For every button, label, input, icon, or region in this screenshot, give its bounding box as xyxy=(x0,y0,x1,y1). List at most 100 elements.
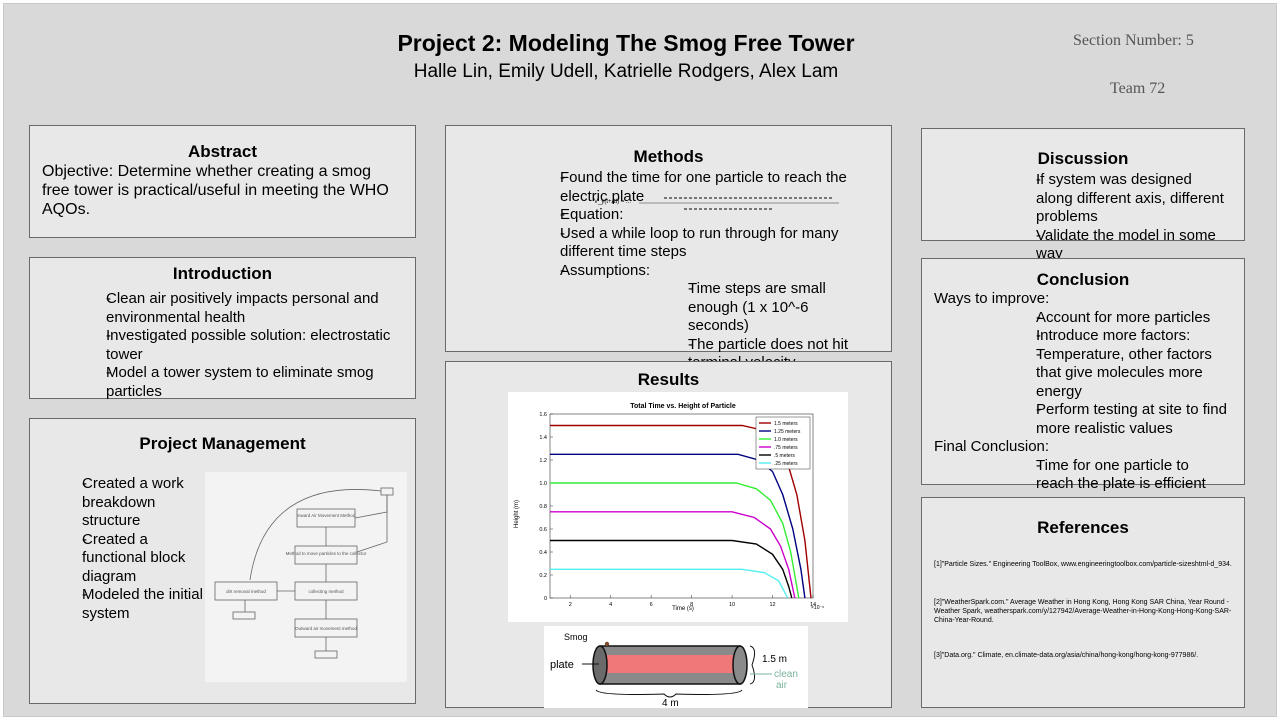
smog-particle xyxy=(604,641,610,647)
legend-label: .25 meters xyxy=(774,461,798,467)
x-tick-label: 2 xyxy=(569,602,572,608)
project-management-heading: Project Management xyxy=(139,434,306,453)
results-panel: Results Total Time vs. Height of Particl… xyxy=(445,361,892,708)
discussion-panel: Discussion If system was designed along … xyxy=(921,128,1245,262)
methods-list: Found the time for one particle to reach… xyxy=(446,169,891,280)
list-item: Introduce more factors: xyxy=(960,327,1244,346)
conclusion-intro: Ways to improve: xyxy=(934,290,1050,307)
y-tick-label: 1.4 xyxy=(539,435,547,441)
diameter-brace xyxy=(749,645,756,685)
connector xyxy=(249,489,382,581)
list-item: Modeled the initial system xyxy=(44,586,204,623)
legend-label: 1.5 meters xyxy=(774,421,798,427)
equation-image: V_y(t+Δt) = ... xyxy=(594,197,839,210)
list-item: Clean air positively impacts personal an… xyxy=(30,290,403,327)
references-panel: References [1]"Particle Sizes." Engineer… xyxy=(921,497,1245,708)
poster-authors: Halle Lin, Emily Udell, Katrielle Rodger… xyxy=(413,61,839,82)
connector xyxy=(354,495,388,519)
connector xyxy=(356,495,388,553)
diagram-label: dirt removal method xyxy=(226,589,266,594)
methods-panel: Methods Found the time for one particle … xyxy=(445,125,892,371)
equation-text: V_y(t+Δt) = ... xyxy=(594,199,631,205)
introduction-panel: Introduction Clean air positively impact… xyxy=(29,257,416,401)
project-management-list: Created a work breakdown structure Creat… xyxy=(44,475,204,623)
list-item: Created a functional block diagram xyxy=(44,531,204,587)
chart-title: Total Time vs. Height of Particle xyxy=(630,403,736,410)
inward-air-block xyxy=(296,508,356,528)
section-number: Section Number: 5 xyxy=(1073,32,1194,49)
list-item: Validate the model in some way xyxy=(960,227,1244,264)
clean-label: clean xyxy=(774,669,798,680)
diagram-label: Inward Air Movement Method xyxy=(297,513,356,518)
y-tick-label: 1.2 xyxy=(539,458,547,464)
list-item: Assumptions: xyxy=(484,262,891,281)
list-item: Perform testing at site to find more rea… xyxy=(960,401,1230,438)
length-label: 4 m xyxy=(662,698,679,708)
abstract-text: Objective: Determine whether creating a … xyxy=(42,163,389,218)
x-axis-label: Time (s) xyxy=(672,606,694,612)
list-item: Used a while loop to run through for man… xyxy=(484,225,881,262)
reference-item: [2]"WeatherSpark.com." Average Weather i… xyxy=(934,599,1232,624)
references-heading: References xyxy=(1037,518,1129,537)
list-item: Time steps are small enough (1 x 10^-6 s… xyxy=(548,280,871,336)
smog-block xyxy=(232,611,256,620)
series-line xyxy=(550,539,793,599)
x-tick-label: 12 xyxy=(769,602,775,608)
poster-title: Project 2: Modeling The Smog Free Tower xyxy=(397,30,855,56)
list-item: Created a work breakdown structure xyxy=(44,475,204,531)
y-tick-label: 0.4 xyxy=(539,550,547,556)
y-tick-label: 0.2 xyxy=(539,573,547,579)
x-tick-label: 4 xyxy=(609,602,612,608)
list-item: If system was designed along different a… xyxy=(960,171,1230,227)
final-conclusion-label: Final Conclusion: xyxy=(934,438,1050,455)
conclusion-heading: Conclusion xyxy=(1036,270,1130,289)
reference-item: [3]"Data.org." Climate, en.climate-data.… xyxy=(934,652,1199,659)
discussion-heading: Discussion xyxy=(1037,149,1129,168)
length-brace xyxy=(595,689,743,698)
list-item: Account for more particles xyxy=(960,309,1244,328)
diagram-label: Method to move particles to the collecto… xyxy=(286,551,367,556)
introduction-list: Clean air positively impacts personal an… xyxy=(30,290,415,401)
list-item: Time for one particle to reach the plate… xyxy=(960,457,1230,494)
legend-label: .75 meters xyxy=(774,445,798,451)
methods-heading: Methods xyxy=(633,147,704,166)
conclusion-panel: Conclusion Ways to improve: Account for … xyxy=(921,258,1245,492)
y-tick-label: 0.6 xyxy=(539,527,547,533)
x-tick-label: 14 xyxy=(810,602,816,608)
abstract-heading: Abstract xyxy=(188,142,257,161)
plate-label: plate xyxy=(550,659,574,671)
tower-band xyxy=(604,655,738,673)
energy-block xyxy=(380,487,394,496)
list-item: Equation: xyxy=(484,206,891,225)
clean-air-block xyxy=(314,650,338,659)
air-label: air xyxy=(776,680,788,691)
smog-label: Smog xyxy=(564,632,588,642)
legend-label: 1.25 meters xyxy=(774,429,801,435)
functional-block-diagram: Inward Air Movement Method Method to mov… xyxy=(205,472,407,682)
diagram-label: collecting method xyxy=(308,589,344,594)
list-item: Found the time for one particle to reach… xyxy=(484,169,881,206)
list-item: Investigated possible solution: electros… xyxy=(30,327,403,364)
x-axis-exponent: ×10⁻⁶ xyxy=(811,605,824,611)
reference-item: [1]"Particle Sizes." Engineering ToolBox… xyxy=(934,561,1232,568)
final-conclusion-list: Time for one particle to reach the plate… xyxy=(922,457,1244,494)
tower-right-end xyxy=(732,645,748,685)
tower-left-end xyxy=(592,645,608,685)
list-item: Temperature, other factors that give mol… xyxy=(960,346,1230,402)
introduction-heading: Introduction xyxy=(172,264,273,283)
x-tick-label: 10 xyxy=(729,602,735,608)
assumptions-list: Time steps are small enough (1 x 10^-6 s… xyxy=(446,280,891,373)
diameter-label: 1.5 m xyxy=(762,654,787,665)
legend-label: 1.0 meters xyxy=(774,437,798,443)
y-axis-label: Height (m) xyxy=(514,500,520,528)
x-tick-label: 6 xyxy=(650,602,653,608)
series-line xyxy=(550,568,789,599)
conclusion-list: Account for more particles Introduce mor… xyxy=(922,309,1244,439)
tower-sketch: Smog plate 1.5 m clean air 4 m xyxy=(544,626,808,708)
y-tick-label: 1.0 xyxy=(539,481,547,487)
project-management-panel: Project Management Created a work breakd… xyxy=(29,418,416,704)
x-tick-label: 8 xyxy=(690,602,693,608)
series-line xyxy=(550,453,806,599)
y-tick-label: 0 xyxy=(544,596,547,602)
series-line xyxy=(550,482,800,599)
